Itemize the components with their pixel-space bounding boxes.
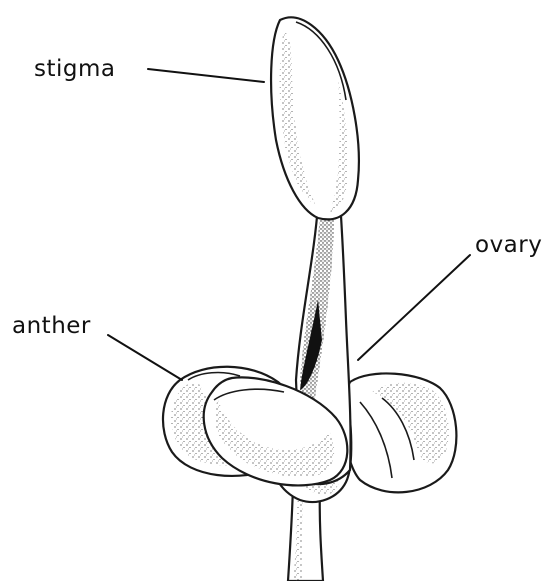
anther-leader-line <box>108 335 182 380</box>
stigma-label: stigma <box>34 56 116 82</box>
anther-label: anther <box>12 313 91 339</box>
ovary-label: ovary <box>475 232 542 258</box>
stigma-leader-line <box>148 69 264 82</box>
ovary-leader-line <box>358 255 470 360</box>
stigma-lobe <box>271 17 359 219</box>
right-anther <box>344 373 456 492</box>
